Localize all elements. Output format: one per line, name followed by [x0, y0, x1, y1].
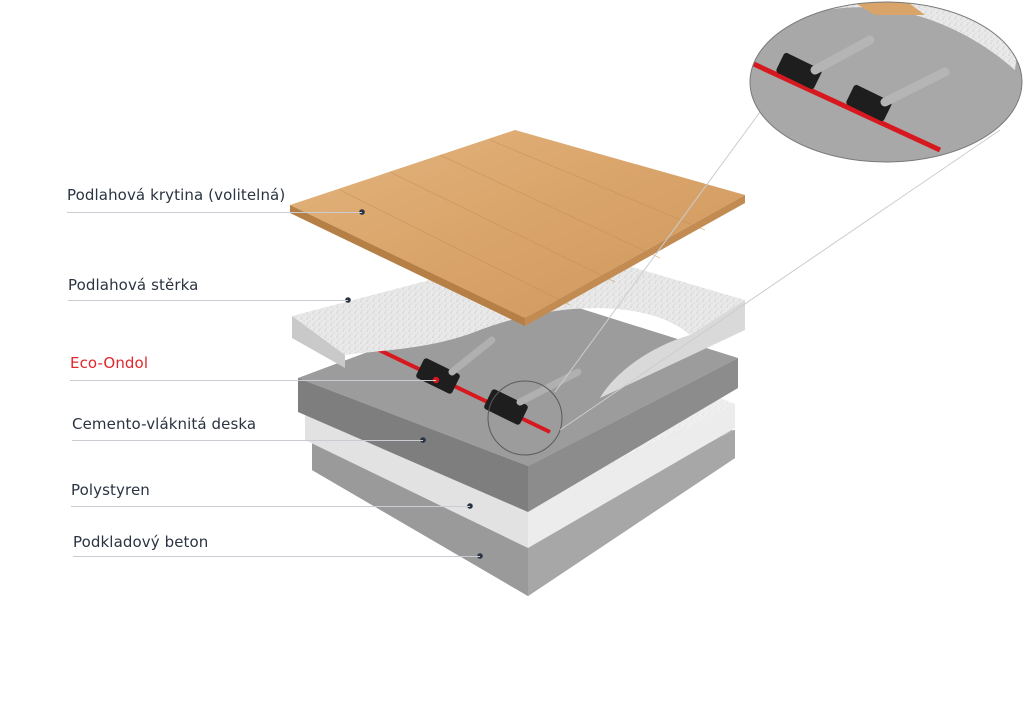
- eco-ondol-heating: [374, 336, 582, 456]
- label-floor-covering: Podlahová krytina (volitelná): [67, 186, 286, 204]
- leader-cement-fiber-board: [72, 440, 423, 441]
- label-base-concrete: Podkladový beton: [73, 533, 209, 551]
- dot-floor-covering: [359, 209, 365, 215]
- label-eco-ondol: Eco-Ondol: [70, 354, 149, 372]
- dot-eco-ondol: [432, 376, 440, 384]
- zoom-guide-lines: [554, 111, 1001, 431]
- indicator-dots: [345, 209, 483, 559]
- leader-base-concrete: [73, 556, 480, 557]
- label-polystyrene: Polystyren: [71, 481, 150, 499]
- leader-floor-covering: [67, 212, 362, 213]
- floor-covering-board: [290, 130, 745, 326]
- dot-polystyrene: [467, 503, 473, 509]
- dot-screed: [345, 297, 351, 303]
- dot-cement-fiber-board: [420, 437, 426, 443]
- leader-polystyrene: [71, 506, 470, 507]
- leader-screed: [68, 300, 348, 301]
- label-screed: Podlahová stěrka: [68, 276, 199, 294]
- leader-eco-ondol: [70, 380, 436, 381]
- magnified-detail-lens: [749, 1, 1023, 163]
- label-cement-fiber-board: Cemento-vláknitá deska: [72, 415, 257, 433]
- dot-base-concrete: [477, 553, 483, 559]
- cement-fiber-board: [298, 292, 738, 512]
